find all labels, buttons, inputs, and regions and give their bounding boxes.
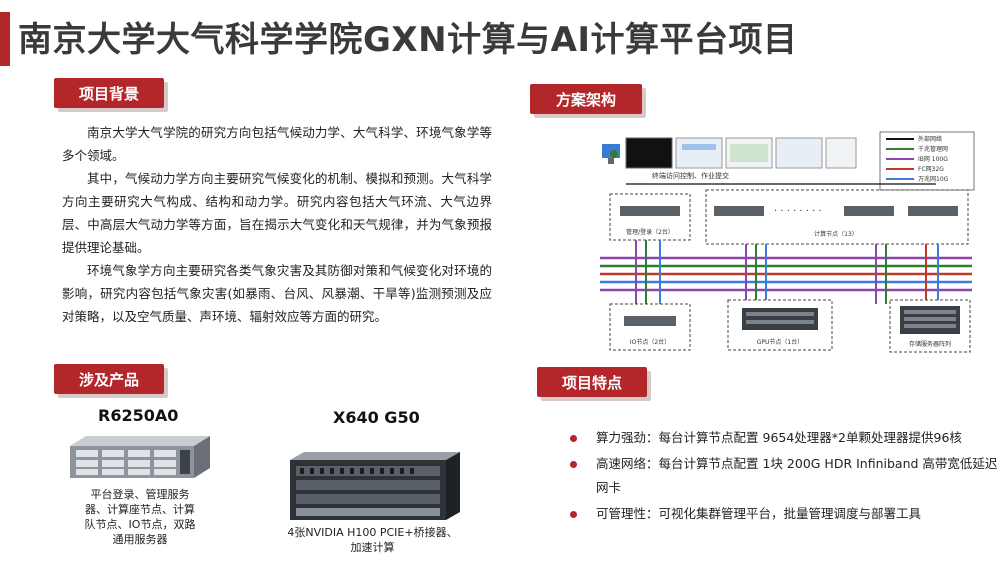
io-node-label: IO节点（2台）	[630, 338, 670, 346]
product-name-x640g50: X640 G50	[333, 408, 420, 427]
tag-solution-architecture: 方案架构	[530, 84, 642, 114]
background-text: 南京大学大气学院的研究方向包括气候动力学、大气科学、环境气象学等多个领域。 其中…	[62, 121, 492, 328]
feature-label: 算力强劲：	[596, 430, 659, 445]
product-desc-x640g50: 4张NVIDIA H100 PCIE+桥接器、加速计算	[287, 526, 458, 554]
feature-text: 可视化集群管理平台，批量管理调度与部署工具	[658, 506, 922, 521]
bullet-icon	[570, 435, 577, 442]
storage-node-label: 存储服务器阵列	[909, 340, 951, 348]
feature-label: 高速网络：	[596, 456, 659, 471]
bullet-icon	[570, 511, 577, 518]
feature-list: 算力强劲：每台计算节点配置 9654处理器*2单颗处理器提供96核 高速网络：每…	[568, 426, 998, 528]
network-legend: 外部网络 千兆管理网 IB网 100G FC网32G 万兆网10G	[879, 131, 975, 191]
compute-node-label: 计算节点（13）	[814, 230, 858, 238]
legend-label: 万兆网10G	[918, 175, 949, 183]
feature-item: 算力强劲：每台计算节点配置 9654处理器*2单颗处理器提供96核	[568, 426, 998, 450]
legend-label: 外部网络	[918, 135, 942, 143]
tag-project-background: 项目背景	[54, 78, 164, 108]
product-name-r6250a0: R6250A0	[98, 406, 179, 425]
page-title: 南京大学大气科学学院GXN计算与AI计算平台项目	[18, 20, 798, 60]
monitor-screens	[625, 137, 857, 169]
gpu-server-image	[290, 452, 460, 520]
title-accent-bar	[0, 12, 10, 66]
legend-label: FC网32G	[918, 166, 944, 173]
tag-products: 涉及产品	[54, 364, 164, 394]
terminal-icon	[602, 144, 620, 164]
feature-label: 可管理性：	[596, 506, 659, 521]
feature-text: 每台计算节点配置 9654处理器*2单颗处理器提供96核	[658, 430, 962, 445]
terminal-label: 终端访问控制、作业提交	[652, 171, 729, 180]
background-paragraph: 其中，气候动力学方向主要研究气候变化的机制、模拟和预测。大气科学方向主要研究大气…	[62, 171, 492, 255]
legend-label: IB网 100G	[918, 156, 948, 163]
background-paragraph: 南京大学大气学院的研究方向包括气候动力学、大气科学、环境气象学等多个领域。	[62, 125, 492, 163]
product-desc-r6250a0: 平台登录、管理服务器、计算座节点、计算队节点、IO节点，双路通用服务器	[84, 488, 196, 546]
bullet-icon	[570, 461, 577, 468]
ellipsis-dots: · · · · · · · ·	[774, 206, 822, 217]
rack-server-image	[70, 436, 210, 478]
background-paragraph: 环境气象学方向主要研究各类气象灾害及其防御对策和气候变化对环境的影响，研究内容包…	[62, 263, 492, 324]
feature-item: 可管理性：可视化集群管理平台，批量管理调度与部署工具	[568, 502, 998, 526]
feature-item: 高速网络：每台计算节点配置 1块 200G HDR Infiniband 高带宽…	[568, 452, 998, 500]
architecture-diagram: 终端访问控制、作业提交 外部网络 千兆管理网 IB网 100G FC网32G 万…	[600, 131, 975, 353]
tag-project-features: 项目特点	[537, 367, 647, 397]
legend-label: 千兆管理网	[918, 145, 948, 153]
login-node-label: 管理/登录（2台）	[626, 228, 674, 236]
gpu-node-label: GPU节点（1台）	[757, 338, 803, 346]
feature-text: 每台计算节点配置 1块 200G HDR Infiniband 高带宽低延迟网卡	[596, 456, 998, 495]
